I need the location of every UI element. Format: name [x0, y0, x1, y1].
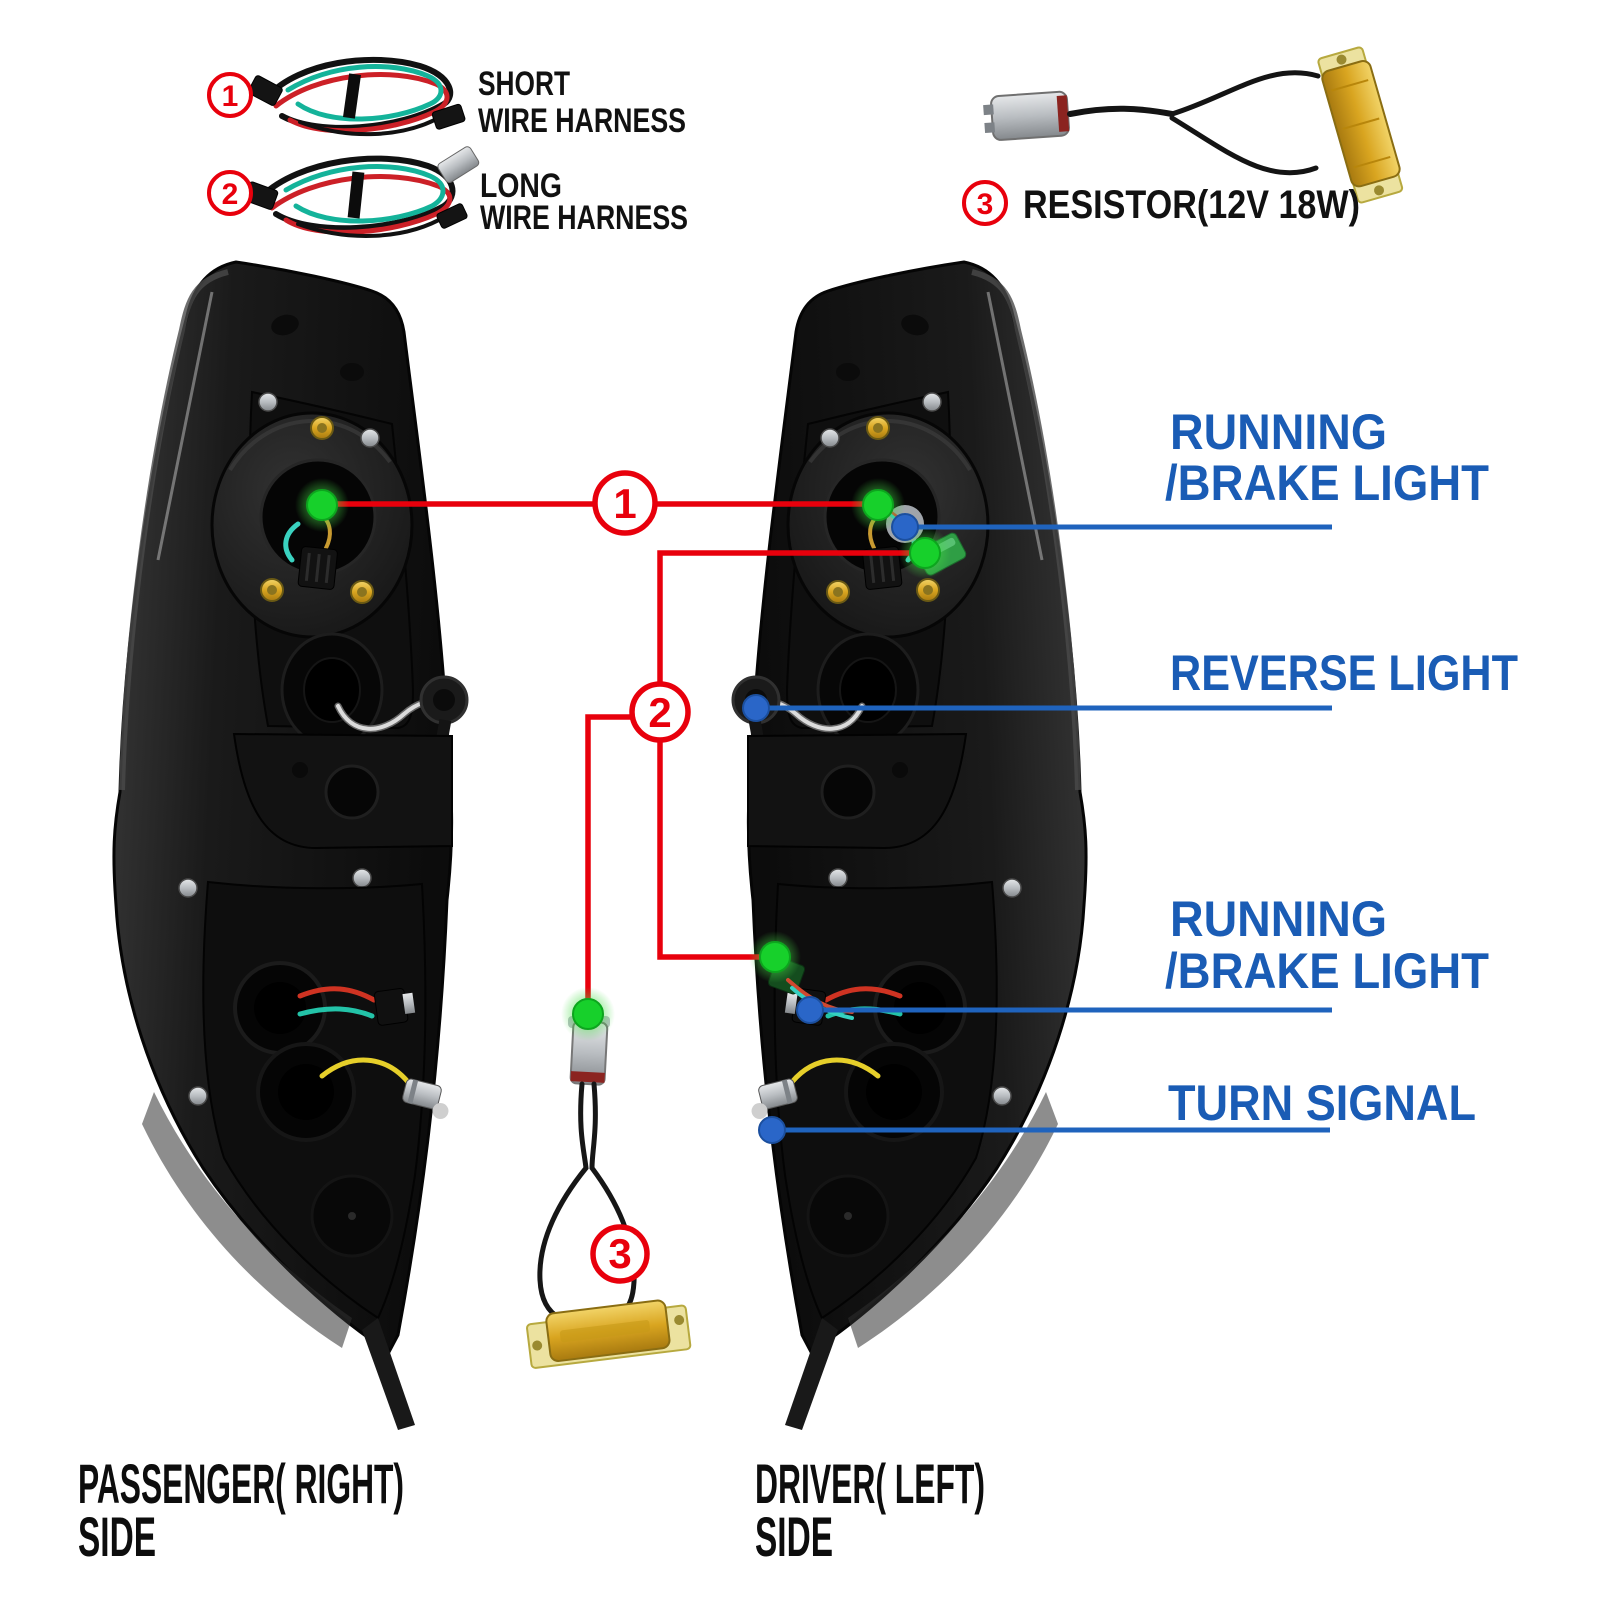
callout-lines — [322, 501, 1332, 1133]
legend-circle-2 — [207, 170, 253, 216]
legend-circle-1 — [207, 72, 253, 118]
long-wire-harness-photo — [243, 146, 480, 238]
blue-connector-indicator-reverse — [742, 694, 770, 722]
legend-circle-3 — [962, 180, 1008, 226]
bulb-indicators — [295, 478, 951, 1144]
green-bulb-indicator-resistor-bulb — [572, 998, 604, 1030]
callout-circle-1 — [592, 470, 658, 536]
callout-markers: 1 2 3 — [590, 470, 691, 1284]
green-bulb-indicator-driver-lower — [759, 941, 791, 973]
callout-line-2a — [657, 550, 925, 960]
label-turn-signal: TURN SIGNAL — [1168, 1075, 1476, 1131]
label-running-brake-top-line2: /BRAKE LIGHT — [1165, 455, 1489, 511]
blue-connector-indicator-running-top — [891, 513, 919, 541]
label-running-brake-bottom-line2: /BRAKE LIGHT — [1165, 943, 1489, 999]
legend-label-resistor: RESISTOR(12V 18W) — [1023, 183, 1360, 227]
callout-circle-2 — [629, 681, 691, 743]
legend-label-short-line2: WIRE HARNESS — [478, 102, 686, 140]
caption-passenger-side-line1: PASSENGER( RIGHT) — [78, 1452, 404, 1515]
resistor-photo — [983, 46, 1404, 204]
legend-number-3: 3 — [977, 188, 994, 221]
blue-connector-indicator-turn-signal — [758, 1116, 786, 1144]
green-bulb-indicator-driver-second — [909, 537, 941, 569]
blue-connector-indicator-running-bottom — [796, 996, 824, 1024]
caption-driver-side-line1: DRIVER( LEFT) — [755, 1452, 985, 1515]
callout-number-3: 3 — [608, 1230, 631, 1277]
caption-passenger-side-line2: SIDE — [78, 1505, 156, 1568]
legend: 1 SHORT WIRE HARNESS 2 LONG WIRE HARNESS… — [207, 65, 1360, 237]
legend-number-2: 2 — [222, 178, 239, 211]
callout-number-1: 1 — [613, 480, 636, 527]
label-running-brake-bottom-line1: RUNNING — [1170, 891, 1387, 947]
short-wire-harness-photo — [247, 56, 466, 137]
bundled-resistor-assembly — [526, 1016, 692, 1369]
passenger-tail-lamp — [114, 262, 467, 1430]
green-bulb-indicator-passenger-top — [306, 489, 338, 521]
legend-label-long-line1: LONG — [480, 167, 562, 205]
part-labels: RUNNING /BRAKE LIGHT REVERSE LIGHT RUNNI… — [1165, 404, 1518, 1131]
green-bulb-indicator-driver-top — [862, 489, 894, 521]
legend-label-long-line2: WIRE HARNESS — [480, 199, 688, 237]
side-captions: PASSENGER( RIGHT) SIDE DRIVER( LEFT) SID… — [78, 1452, 985, 1568]
legend-number-1: 1 — [222, 80, 239, 113]
label-reverse-light: REVERSE LIGHT — [1170, 645, 1518, 701]
legend-label-short-line1: SHORT — [478, 65, 570, 103]
caption-driver-side-line2: SIDE — [755, 1505, 833, 1568]
callout-number-2: 2 — [648, 689, 671, 736]
callout-line-2b — [585, 714, 660, 1008]
driver-tail-lamp — [733, 262, 1086, 1430]
callout-circle-3 — [590, 1224, 650, 1284]
label-running-brake-top-line1: RUNNING — [1170, 404, 1387, 460]
